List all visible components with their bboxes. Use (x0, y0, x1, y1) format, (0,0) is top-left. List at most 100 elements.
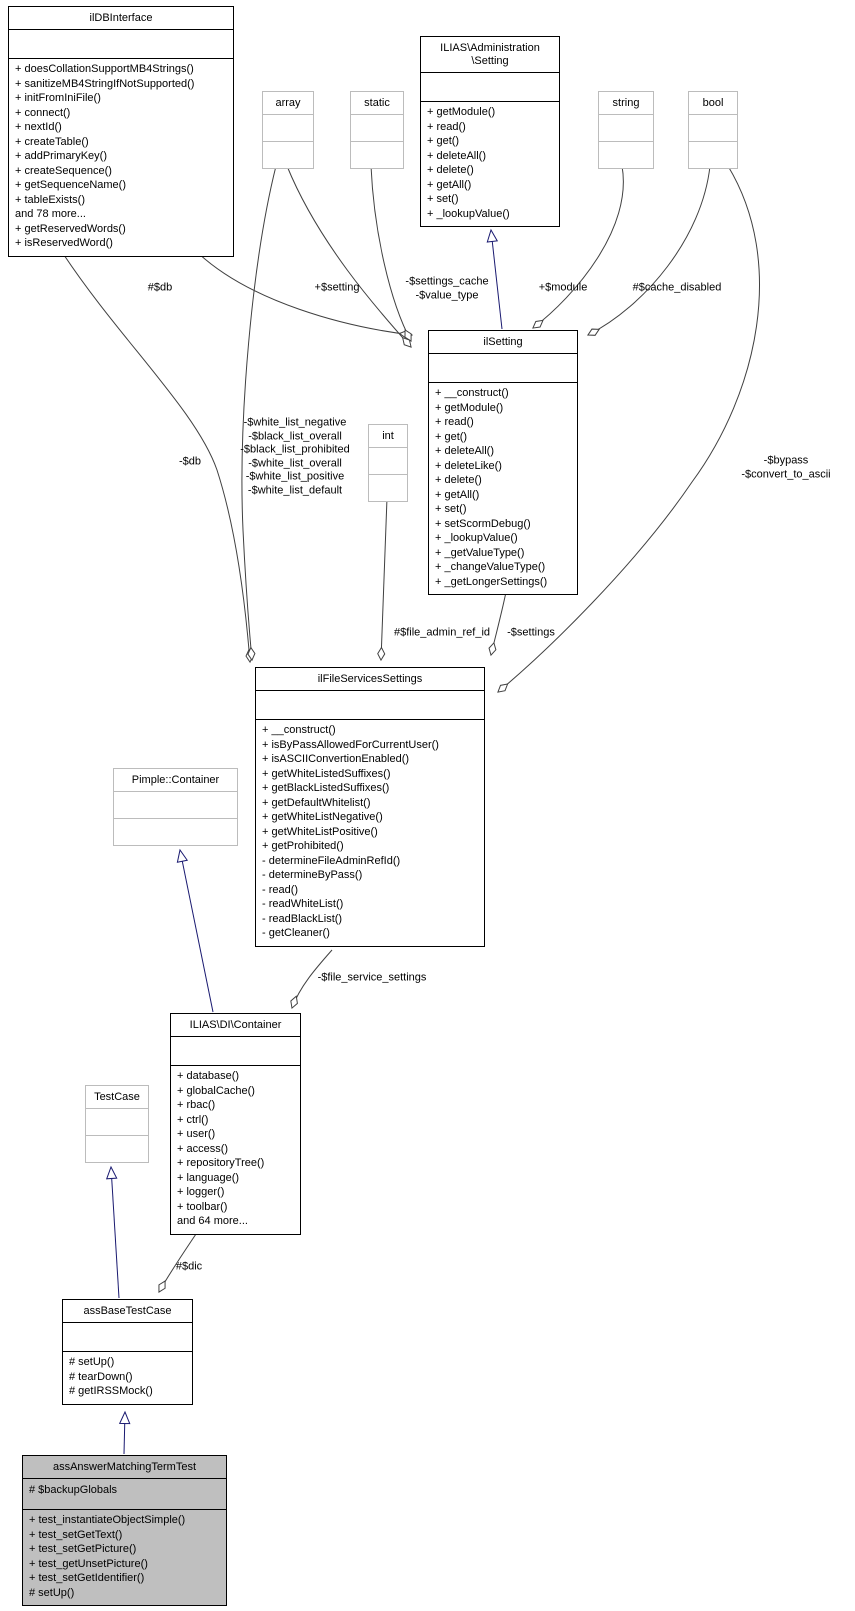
member-row: + deleteLike() (435, 459, 502, 472)
member-row: # setUp() (29, 1586, 75, 1599)
methods-compartment: + __construct()+ isByPassAllowedForCurre… (256, 719, 484, 946)
member-row: + test_setGetPicture() (29, 1543, 137, 1555)
member-row: + getAll() (435, 488, 480, 501)
member-row: + _lookupValue() (435, 532, 518, 544)
class-title: ilDBInterface (89, 12, 153, 24)
attributes-compartment (171, 1036, 300, 1065)
member-row: + _lookupValue() (427, 207, 510, 220)
member-row: + tableExists() (15, 193, 85, 206)
class-pimple-container: Pimple::Container (113, 768, 238, 846)
member-row: + database() (177, 1070, 240, 1082)
member-row: + getModule() (427, 106, 496, 118)
member-row: + get() (427, 135, 460, 147)
member-row: # getIRSSMock() (69, 1385, 153, 1397)
edge-static-to-ilsetting (370, 165, 411, 341)
member-row: + addPrimaryKey() (15, 150, 108, 162)
member-row: + set() (435, 503, 467, 515)
member-row: + deleteAll() (435, 445, 495, 457)
class-bool: bool (688, 91, 738, 169)
edge-db-to-filesettings (61, 251, 250, 662)
member-row: + deleteAll() (427, 149, 487, 162)
member-row: + get() (435, 430, 468, 443)
methods-compartment: # setUp()# tearDown()# getIRSSMock() (63, 1351, 192, 1404)
class-title: array (275, 97, 301, 109)
class-title: assBaseTestCase (83, 1305, 172, 1317)
member-row: + user() (177, 1128, 216, 1140)
member-row: + test_setGetIdentifier() (29, 1572, 145, 1584)
edge-label-file-admin-ref-id: #$file_admin_ref_id (393, 626, 491, 639)
methods-compartment (599, 141, 653, 168)
attributes-compartment (369, 447, 407, 474)
class-title: ilSetting (483, 336, 523, 348)
member-row: + doesCollationSupportMB4Strings() (15, 63, 194, 75)
member-row: + getDefaultWhitelist() (262, 796, 371, 809)
member-row: + createTable() (15, 135, 89, 148)
edge-label-db: #$db (147, 281, 173, 294)
member-row: + test_setGetText() (29, 1528, 123, 1541)
class-il-file-services-settings[interactable]: ilFileServicesSettings + __construct()+ … (255, 667, 485, 947)
methods-compartment: + __construct()+ getModule()+ read()+ ge… (429, 382, 577, 594)
class-title: assAnswerMatchingTermTest (52, 1461, 197, 1473)
member-row: + test_getUnsetPicture() (29, 1557, 148, 1570)
member-row: - read() (262, 883, 299, 896)
member-row: + rbac() (177, 1099, 216, 1111)
class-title: bool (702, 97, 724, 109)
methods-compartment (351, 141, 403, 168)
attributes-compartment (421, 72, 559, 101)
methods-compartment (114, 818, 237, 845)
class-array: array (262, 91, 314, 169)
edge-array-to-ilsetting (286, 165, 411, 347)
member-row: + getWhiteListPositive() (262, 825, 378, 838)
edge-ilsetting-to-filesettings (491, 586, 508, 655)
class-title: ILIAS\DI\Container (189, 1019, 282, 1031)
edge-bool-to-ilsetting (588, 165, 711, 335)
member-row: + __construct() (435, 387, 509, 399)
class-ilias-administration-setting[interactable]: ILIAS\Administration \Setting + getModul… (420, 36, 560, 227)
member-row: + getWhiteListedSuffixes() (262, 767, 391, 780)
methods-compartment: + getModule()+ read()+ get()+ deleteAll(… (421, 101, 559, 226)
member-row: + getAll() (427, 178, 472, 191)
edge-int-to-filesettings (381, 497, 388, 660)
class-il-db-interface[interactable]: ilDBInterface + doesCollationSupportMB4S… (8, 6, 234, 257)
member-row: # setUp() (69, 1356, 115, 1368)
methods-compartment: + database()+ globalCache()+ rbac()+ ctr… (171, 1065, 300, 1234)
member-row: + repositoryTree() (177, 1157, 265, 1169)
member-row: + sanitizeMB4StringIfNotSupported() (15, 77, 195, 90)
class-title: int (382, 430, 394, 442)
edge-filesettings-to-dicontainer (292, 949, 333, 1008)
class-ilsetting[interactable]: ilSetting + __construct()+ getModule()+ … (428, 330, 578, 595)
member-row: + globalCache() (177, 1084, 255, 1097)
member-row: + getReservedWords() (15, 222, 126, 235)
member-row: and 64 more... (177, 1215, 248, 1227)
edge-label-dic: #$dic (175, 1260, 203, 1273)
edge-label-white-lists: -$white_list_negative -$black_list_overa… (240, 416, 350, 497)
member-row: + connect() (15, 106, 71, 119)
class-ass-base-test-case[interactable]: assBaseTestCase # setUp()# tearDown()# g… (62, 1299, 193, 1405)
attributes-compartment (429, 353, 577, 382)
member-row: + getWhiteListNegative() (262, 811, 383, 823)
class-string: string (598, 91, 654, 169)
member-row: + nextId() (15, 121, 62, 133)
edge-array-to-filesettings (241, 165, 277, 660)
class-title: static (364, 97, 390, 109)
edge-dicontainer-to-assbase (159, 1233, 197, 1292)
member-row: + logger() (177, 1186, 225, 1198)
member-row: - determineFileAdminRefId() (262, 854, 401, 867)
member-row: + _getLongerSettings() (435, 575, 548, 588)
member-row: + __construct() (262, 724, 336, 736)
class-ilias-di-container[interactable]: ILIAS\DI\Container + database() + globalC… (170, 1013, 301, 1235)
edge-dicontainer-inherits-pimple (176, 848, 214, 1013)
member-row: - readWhiteList() (262, 898, 344, 910)
member-row: # $backupGlobals (29, 1484, 118, 1496)
class-int: int (368, 424, 408, 502)
attributes-compartment (114, 791, 237, 818)
edge-label-setting: +$setting (314, 281, 360, 294)
attributes-compartment (599, 114, 653, 141)
edge-string-to-ilsetting (533, 165, 624, 328)
member-row: + access() (177, 1142, 229, 1155)
methods-compartment (86, 1135, 148, 1162)
edge-ilsetting-inherits-setting (486, 228, 503, 330)
edge-assbase-inherits-testcase (105, 1165, 120, 1299)
member-row: + delete() (435, 474, 482, 486)
member-row: + initFromIniFile() (15, 92, 101, 104)
